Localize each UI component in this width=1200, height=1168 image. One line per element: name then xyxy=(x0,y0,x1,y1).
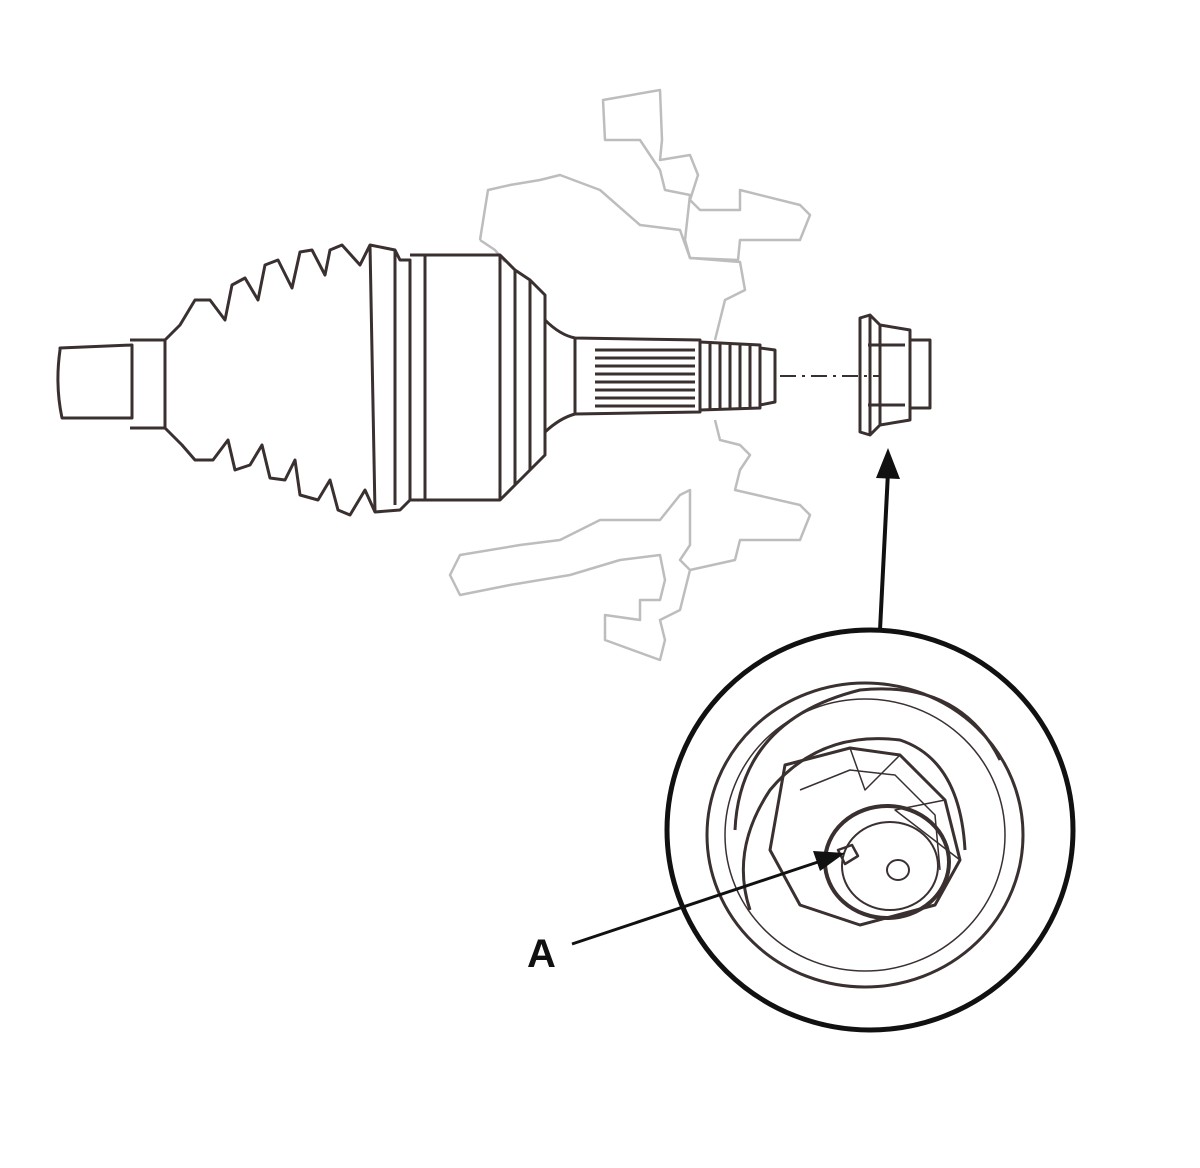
shaft-end xyxy=(56,343,134,420)
nut-hex-face xyxy=(768,746,962,927)
nut-detail-view xyxy=(664,627,1076,1033)
callout-a-leader xyxy=(571,851,845,946)
drive-shaft xyxy=(56,243,880,517)
axle-stub xyxy=(543,318,702,434)
axle-splines xyxy=(595,348,695,408)
cv-boot xyxy=(163,243,412,517)
outer-joint-housing xyxy=(410,253,547,502)
callout-label-a: A xyxy=(527,932,556,976)
stake-notch xyxy=(836,843,860,866)
axle-thread xyxy=(699,340,762,412)
knuckle-outline xyxy=(448,88,812,662)
spindle-nut xyxy=(858,313,932,437)
detail-pointer-arrow xyxy=(876,448,900,631)
